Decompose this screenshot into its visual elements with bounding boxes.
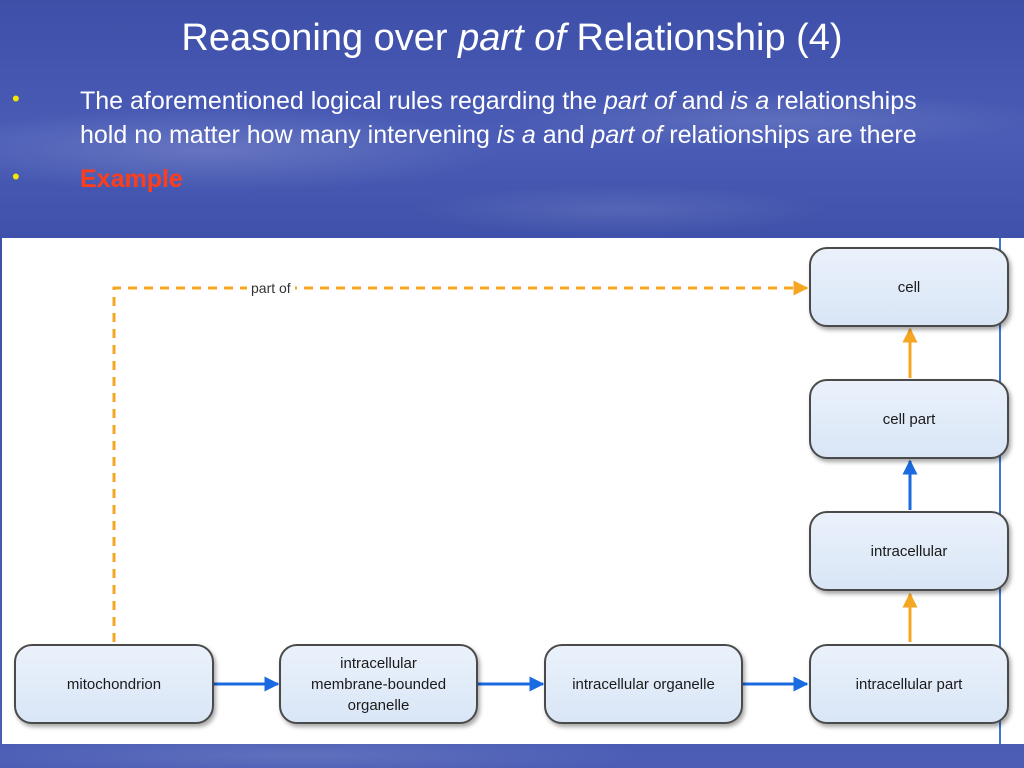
node-cell[interactable]: cell (809, 247, 1009, 327)
node-mitochondrion[interactable]: mitochondrion (14, 644, 214, 724)
diagram-panel: part of mitochondrion intracellular memb… (2, 238, 1024, 744)
bullet-rules: • The aforementioned logical rules regar… (12, 86, 917, 149)
node-intracellular[interactable]: intracellular (809, 511, 1009, 591)
slide-title: Reasoning over part of Relationship (4) (181, 17, 843, 59)
edge-part-of-mitochondrion-cell (112, 280, 809, 642)
node-intracellular-organelle[interactable]: intracellular organelle (544, 644, 743, 724)
bullet-dot-icon: • (12, 164, 20, 189)
node-label: intracellular membrane-bounded organelle (310, 654, 447, 714)
bullet-example: • Example (12, 164, 183, 193)
node-cell-part[interactable]: cell part (809, 379, 1009, 459)
edge-label-part-of: part of (247, 279, 295, 297)
bullet-dot-icon: • (12, 86, 20, 111)
node-intracellular-membrane-bounded-organelle[interactable]: intracellular membrane-bounded organelle (279, 644, 478, 724)
node-intracellular-part[interactable]: intracellular part (809, 644, 1009, 724)
bullet-list: • The aforementioned logical rules regar… (10, 84, 970, 196)
